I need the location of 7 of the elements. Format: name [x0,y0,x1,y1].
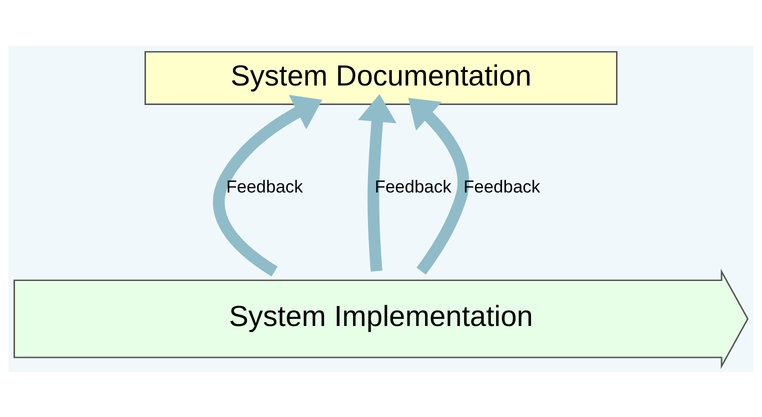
node-box: System Documentation [144,50,618,104]
edge-label: Feedback [463,176,540,196]
arrow [358,94,396,272]
edge-label: Feedback [226,176,303,196]
edge-label: Feedback [374,176,452,196]
arrow [213,94,322,276]
arrow [408,97,470,274]
